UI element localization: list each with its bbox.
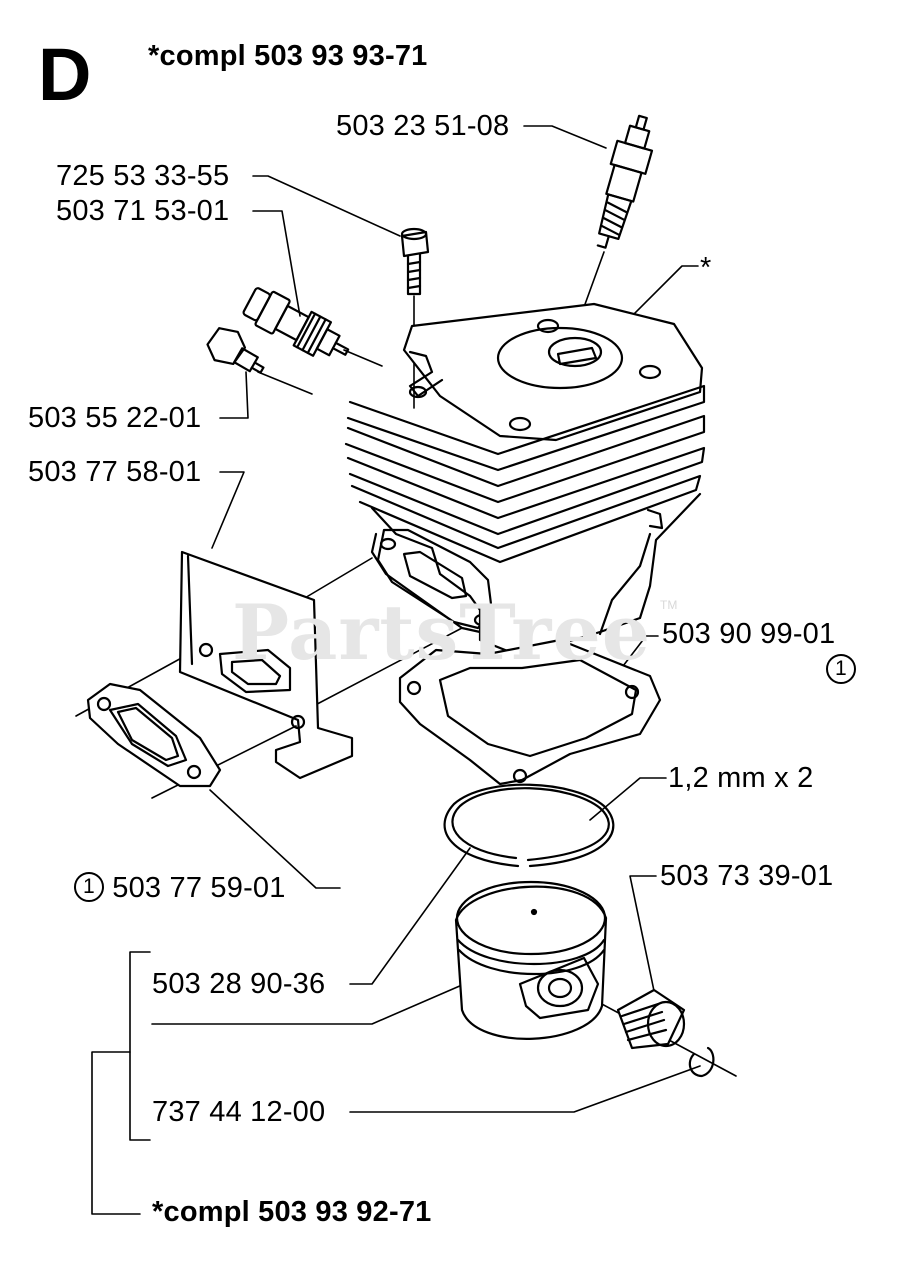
watermark: PartsTree [232,588,652,677]
spark-plug [596,114,654,249]
label-cylinder-gasket-note: 1 [826,654,856,685]
section-letter: D [38,33,92,116]
heat-shield [178,550,354,780]
label-cylinder-marker: * [700,252,712,284]
label-exhaust-gasket-row: 1 503 77 59-01 [74,872,286,904]
plug [206,327,265,374]
leader-piston-ring [349,847,471,985]
axis-plug [257,371,313,395]
piston [454,880,608,1040]
label-screw: 725 53 33-55 [56,160,230,192]
exhaust-gasket [86,682,222,788]
header-assembly-label: *compl 503 93 93-71 [148,40,428,72]
cylinder [344,302,706,658]
label-spark-plug: 503 23 51-08 [336,110,510,142]
label-cylinder-gasket: 503 90 99-01 [662,618,836,650]
leader-spark-plug [523,125,607,149]
watermark-trademark: TM [660,598,678,612]
leader-bearing [629,875,659,1011]
note-symbol: 1 [826,654,856,685]
decomp-valve [242,287,350,357]
piston-ring [443,783,615,868]
axis-gasket-2 [151,725,297,799]
label-ring-spec: 1,2 mm x 2 [668,762,814,794]
label-heat-shield: 503 77 58-01 [28,456,202,488]
note-symbol: 1 [74,872,104,903]
leader-heat-shield [211,471,245,549]
screw [400,227,430,296]
leader-screw [252,175,401,237]
axis-bolt-2 [301,627,463,713]
leader-exhaust-gasket [209,789,341,889]
leader-cylinder-marker [617,265,699,331]
leader-circlip [349,1065,701,1113]
label-piston-ring: 503 28 90-36 [152,968,326,1000]
label-plug: 503 55 22-01 [28,402,202,434]
leader-ring-spec [589,777,667,821]
cylinder-gasket [398,638,662,786]
bracket-inner [129,951,151,1141]
label-exhaust-gasket: 503 77 59-01 [112,872,286,904]
axis-decomp [343,349,383,367]
footer-assembly-label: *compl 503 93 92-71 [152,1196,432,1228]
circlip [688,1046,715,1078]
leader-decomp-valve [252,210,301,317]
bracket-outer [91,1051,141,1215]
needle-bearing [616,988,686,1050]
label-circlip: 737 44 12-00 [152,1096,326,1128]
leader-lines [75,125,737,1215]
leader-piston [151,984,463,1025]
label-decomp-valve: 503 71 53-01 [56,195,230,227]
leader-plug [219,371,249,419]
label-needle-bearing: 503 73 39-01 [660,860,834,892]
leader-cyl-gasket [619,635,659,671]
